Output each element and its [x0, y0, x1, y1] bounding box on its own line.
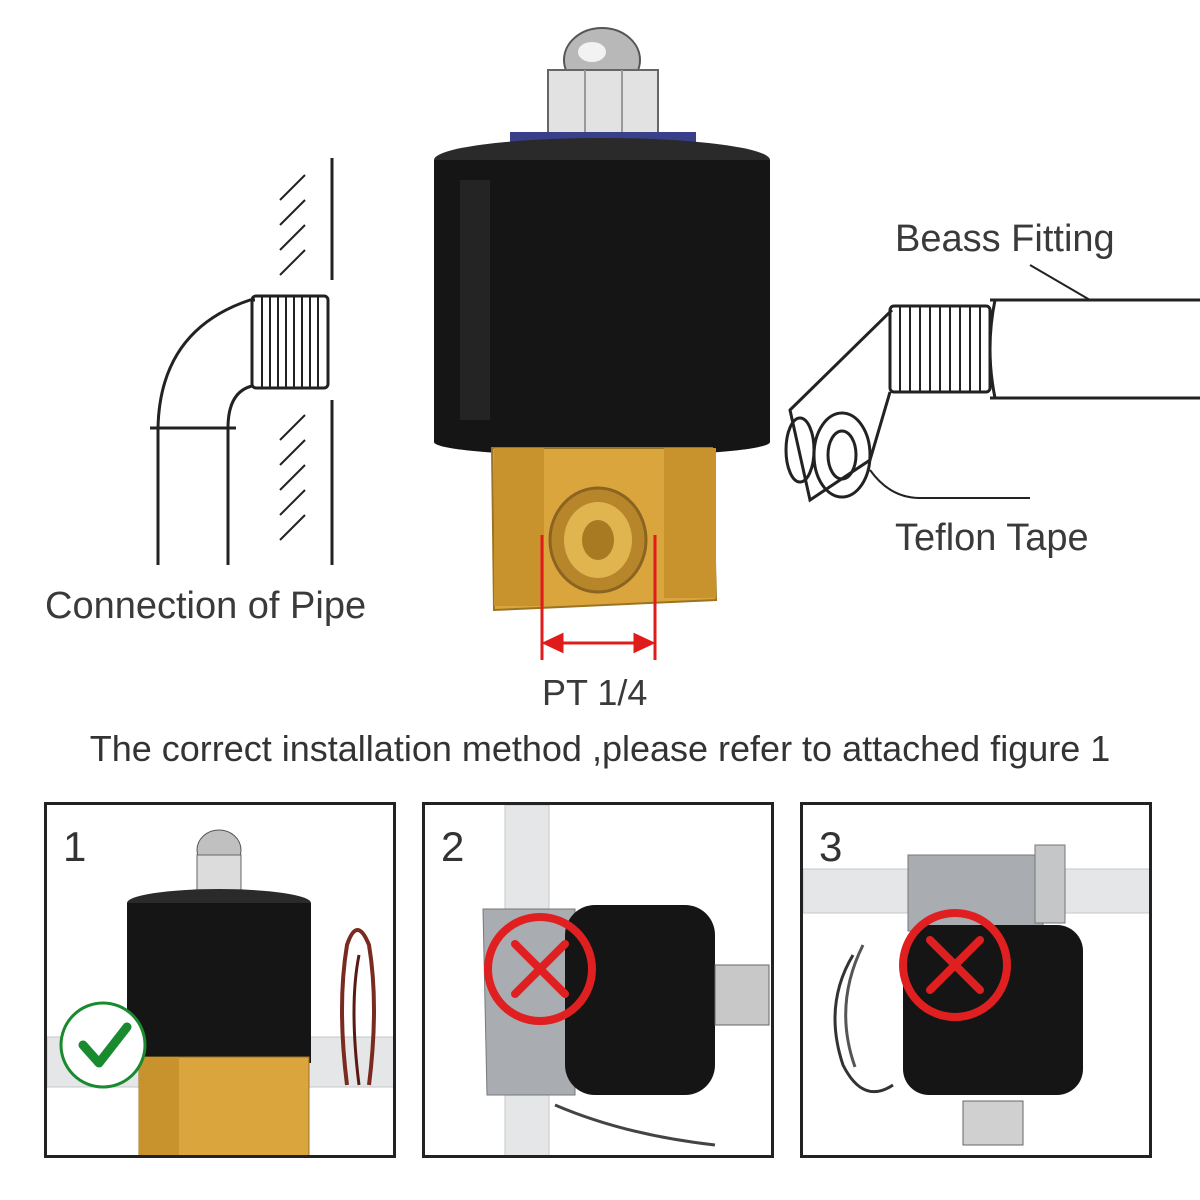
- check-icon: [59, 1001, 147, 1089]
- connection-label: Connection of Pipe: [45, 585, 367, 627]
- cross-icon: [484, 913, 596, 1025]
- fitting-label: Beass Fitting: [895, 218, 1115, 260]
- fitting-drawing: [784, 264, 1200, 503]
- panel-number: 3: [819, 823, 843, 870]
- solenoid-valve-image: [434, 27, 770, 612]
- figure-panel-3: 3: [800, 802, 1152, 1158]
- teflon-label: Teflon Tape: [895, 517, 1089, 559]
- dimension-marker: [540, 535, 657, 660]
- main-illustration: [150, 27, 1200, 660]
- cross-icon: [899, 909, 1011, 1021]
- pipe-elbow-drawing: [150, 158, 334, 565]
- panel-number: 2: [441, 823, 465, 870]
- figure-panel-2: 2: [422, 802, 774, 1158]
- size-label: PT 1/4: [542, 672, 648, 713]
- panel-number: 1: [63, 823, 87, 870]
- instruction-text: The correct installation method ,please …: [89, 728, 1111, 769]
- figure-panel-1: 1: [44, 802, 396, 1158]
